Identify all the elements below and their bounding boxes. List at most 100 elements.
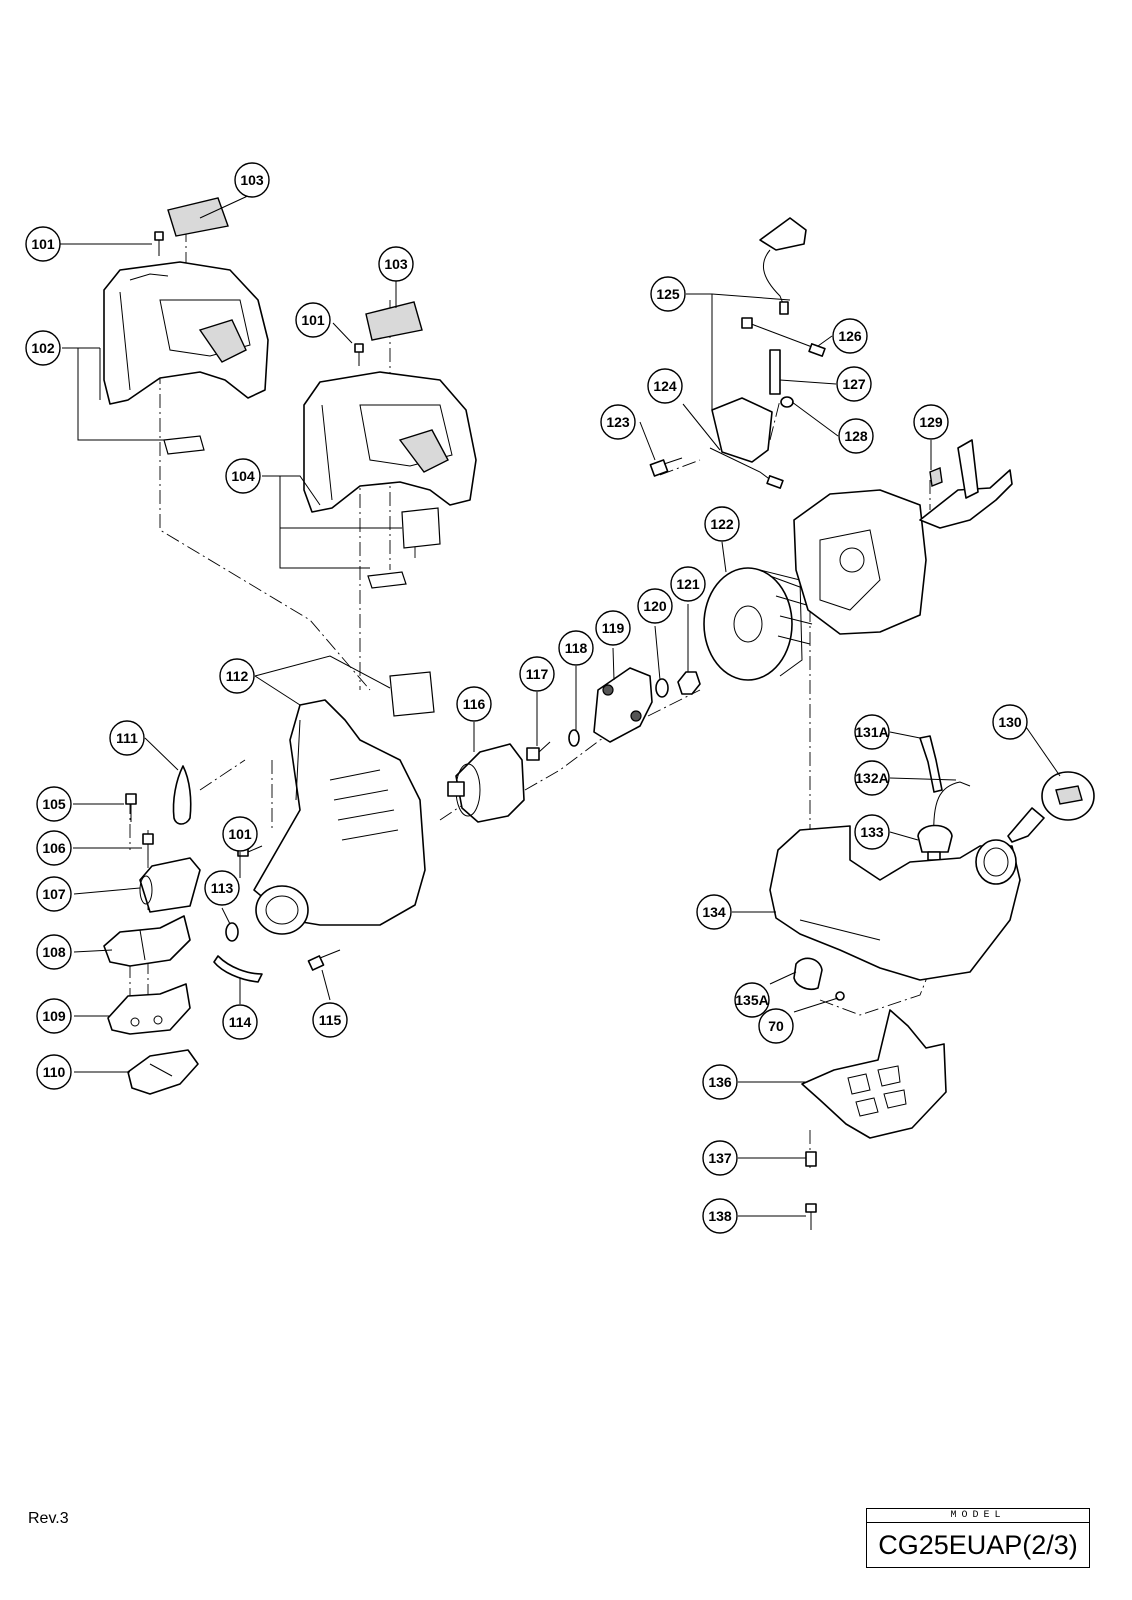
- callout-circle: [702, 1064, 738, 1100]
- callout-number: 136: [708, 1074, 732, 1090]
- callout-number: 132A: [855, 770, 888, 786]
- model-name: CG25EUAP(2/3): [878, 1530, 1078, 1560]
- callout-133: 133: [854, 814, 890, 850]
- grommet-133: [917, 824, 953, 861]
- callout-110: 110: [36, 1054, 72, 1090]
- callout-number: 102: [31, 340, 55, 356]
- callout-circle: [25, 330, 61, 366]
- callout-circle: [832, 318, 868, 354]
- callout-112: 112: [219, 658, 255, 694]
- callout-circle: [696, 894, 732, 930]
- callout-130: 130: [992, 704, 1028, 740]
- callout-circle: [109, 720, 145, 756]
- engine-cover-104: [303, 371, 477, 513]
- spark-plug-cap-125: [759, 217, 807, 315]
- strip-114: [213, 955, 263, 983]
- callout-129: 129: [913, 404, 949, 440]
- callout-circle: [558, 630, 594, 666]
- callout-127: 127: [836, 366, 872, 402]
- label-sheet-112: [389, 671, 435, 717]
- callout-107: 107: [36, 876, 72, 912]
- washer-70: [835, 991, 845, 1001]
- bolt-123: [649, 457, 683, 477]
- callout-128: 128: [838, 418, 874, 454]
- callout-number: 109: [42, 1008, 66, 1024]
- callout-circle: [234, 162, 270, 198]
- callout-number: 118: [565, 640, 588, 656]
- callout-135A: 135A: [734, 982, 770, 1018]
- callout-138: 138: [702, 1198, 738, 1234]
- clutch-housing-112: [253, 699, 426, 935]
- callout-113: 113: [204, 870, 240, 906]
- callout-circle: [222, 816, 258, 852]
- callout-circle: [854, 814, 890, 850]
- callout-circle: [36, 830, 72, 866]
- callout-circle: [378, 246, 414, 282]
- clutch-drum-116: [447, 743, 525, 823]
- callout-circle: [758, 1008, 794, 1044]
- callout-126: 126: [832, 318, 868, 354]
- flywheel-122: [703, 567, 813, 681]
- fuel-tank-134: [769, 825, 1021, 981]
- callout-number: 130: [998, 714, 1022, 730]
- bolt-115: [307, 949, 341, 971]
- screw-138: [805, 1203, 817, 1230]
- engine-cover-102: [103, 261, 269, 405]
- callout-105: 105: [36, 786, 72, 822]
- base-plate-136: [801, 1009, 947, 1139]
- callout-134: 134: [696, 894, 732, 930]
- callout-number: 124: [653, 378, 677, 394]
- callout-number: 123: [606, 414, 630, 430]
- bolt-106: [142, 833, 154, 860]
- clamp-108: [103, 915, 191, 967]
- callout-119: 119: [595, 610, 631, 646]
- callout-number: 137: [708, 1150, 732, 1166]
- callout-108: 108: [36, 934, 72, 970]
- callout-circle: [637, 588, 673, 624]
- callout-114: 114: [222, 1004, 258, 1040]
- callout-circle: [854, 760, 890, 796]
- callout-circle: [595, 610, 631, 646]
- callout-number: 101: [228, 826, 252, 842]
- fuel-cap-130: [1007, 771, 1095, 843]
- callout-124: 124: [647, 368, 683, 404]
- callout-number: 101: [301, 312, 325, 328]
- callout-circle: [219, 658, 255, 694]
- callout-number: 107: [42, 886, 66, 902]
- callout-116: 116: [456, 686, 492, 722]
- callout-circle: [225, 458, 261, 494]
- callout-circle: [295, 302, 331, 338]
- washer-118: [568, 729, 580, 747]
- callout-number: 114: [229, 1014, 252, 1030]
- callout-number: 113: [211, 880, 234, 896]
- callout-number: 125: [656, 286, 680, 302]
- callout-109: 109: [36, 998, 72, 1034]
- tube-127: [769, 349, 781, 395]
- hose-131A: [919, 735, 943, 793]
- callout-125: 125: [650, 276, 686, 312]
- callout-circle: [702, 1198, 738, 1234]
- nut-121: [677, 671, 701, 695]
- callout-number: 127: [842, 376, 866, 392]
- callout-number: 111: [116, 730, 138, 746]
- ignition-coil-124: [709, 397, 784, 489]
- spacer-137: [805, 1151, 817, 1167]
- label-sheet-103-top: [167, 197, 229, 237]
- revision-label: Rev.3: [28, 1510, 69, 1527]
- callout-circle: [36, 998, 72, 1034]
- callout-circle: [600, 404, 636, 440]
- callout-circle: [36, 786, 72, 822]
- callout-circle: [36, 876, 72, 912]
- bolt-105: [125, 793, 137, 822]
- washer-120: [655, 678, 669, 698]
- callout-circle: [836, 366, 872, 402]
- callout-number: 120: [643, 598, 667, 614]
- callout-number: 103: [384, 256, 408, 272]
- callout-number: 105: [42, 796, 66, 812]
- callout-circle: [25, 226, 61, 262]
- ring-113: [225, 922, 239, 942]
- callout-circle: [519, 656, 555, 692]
- callout-number: 119: [602, 620, 625, 636]
- callout-number: 110: [43, 1064, 66, 1080]
- callout-120: 120: [637, 588, 673, 624]
